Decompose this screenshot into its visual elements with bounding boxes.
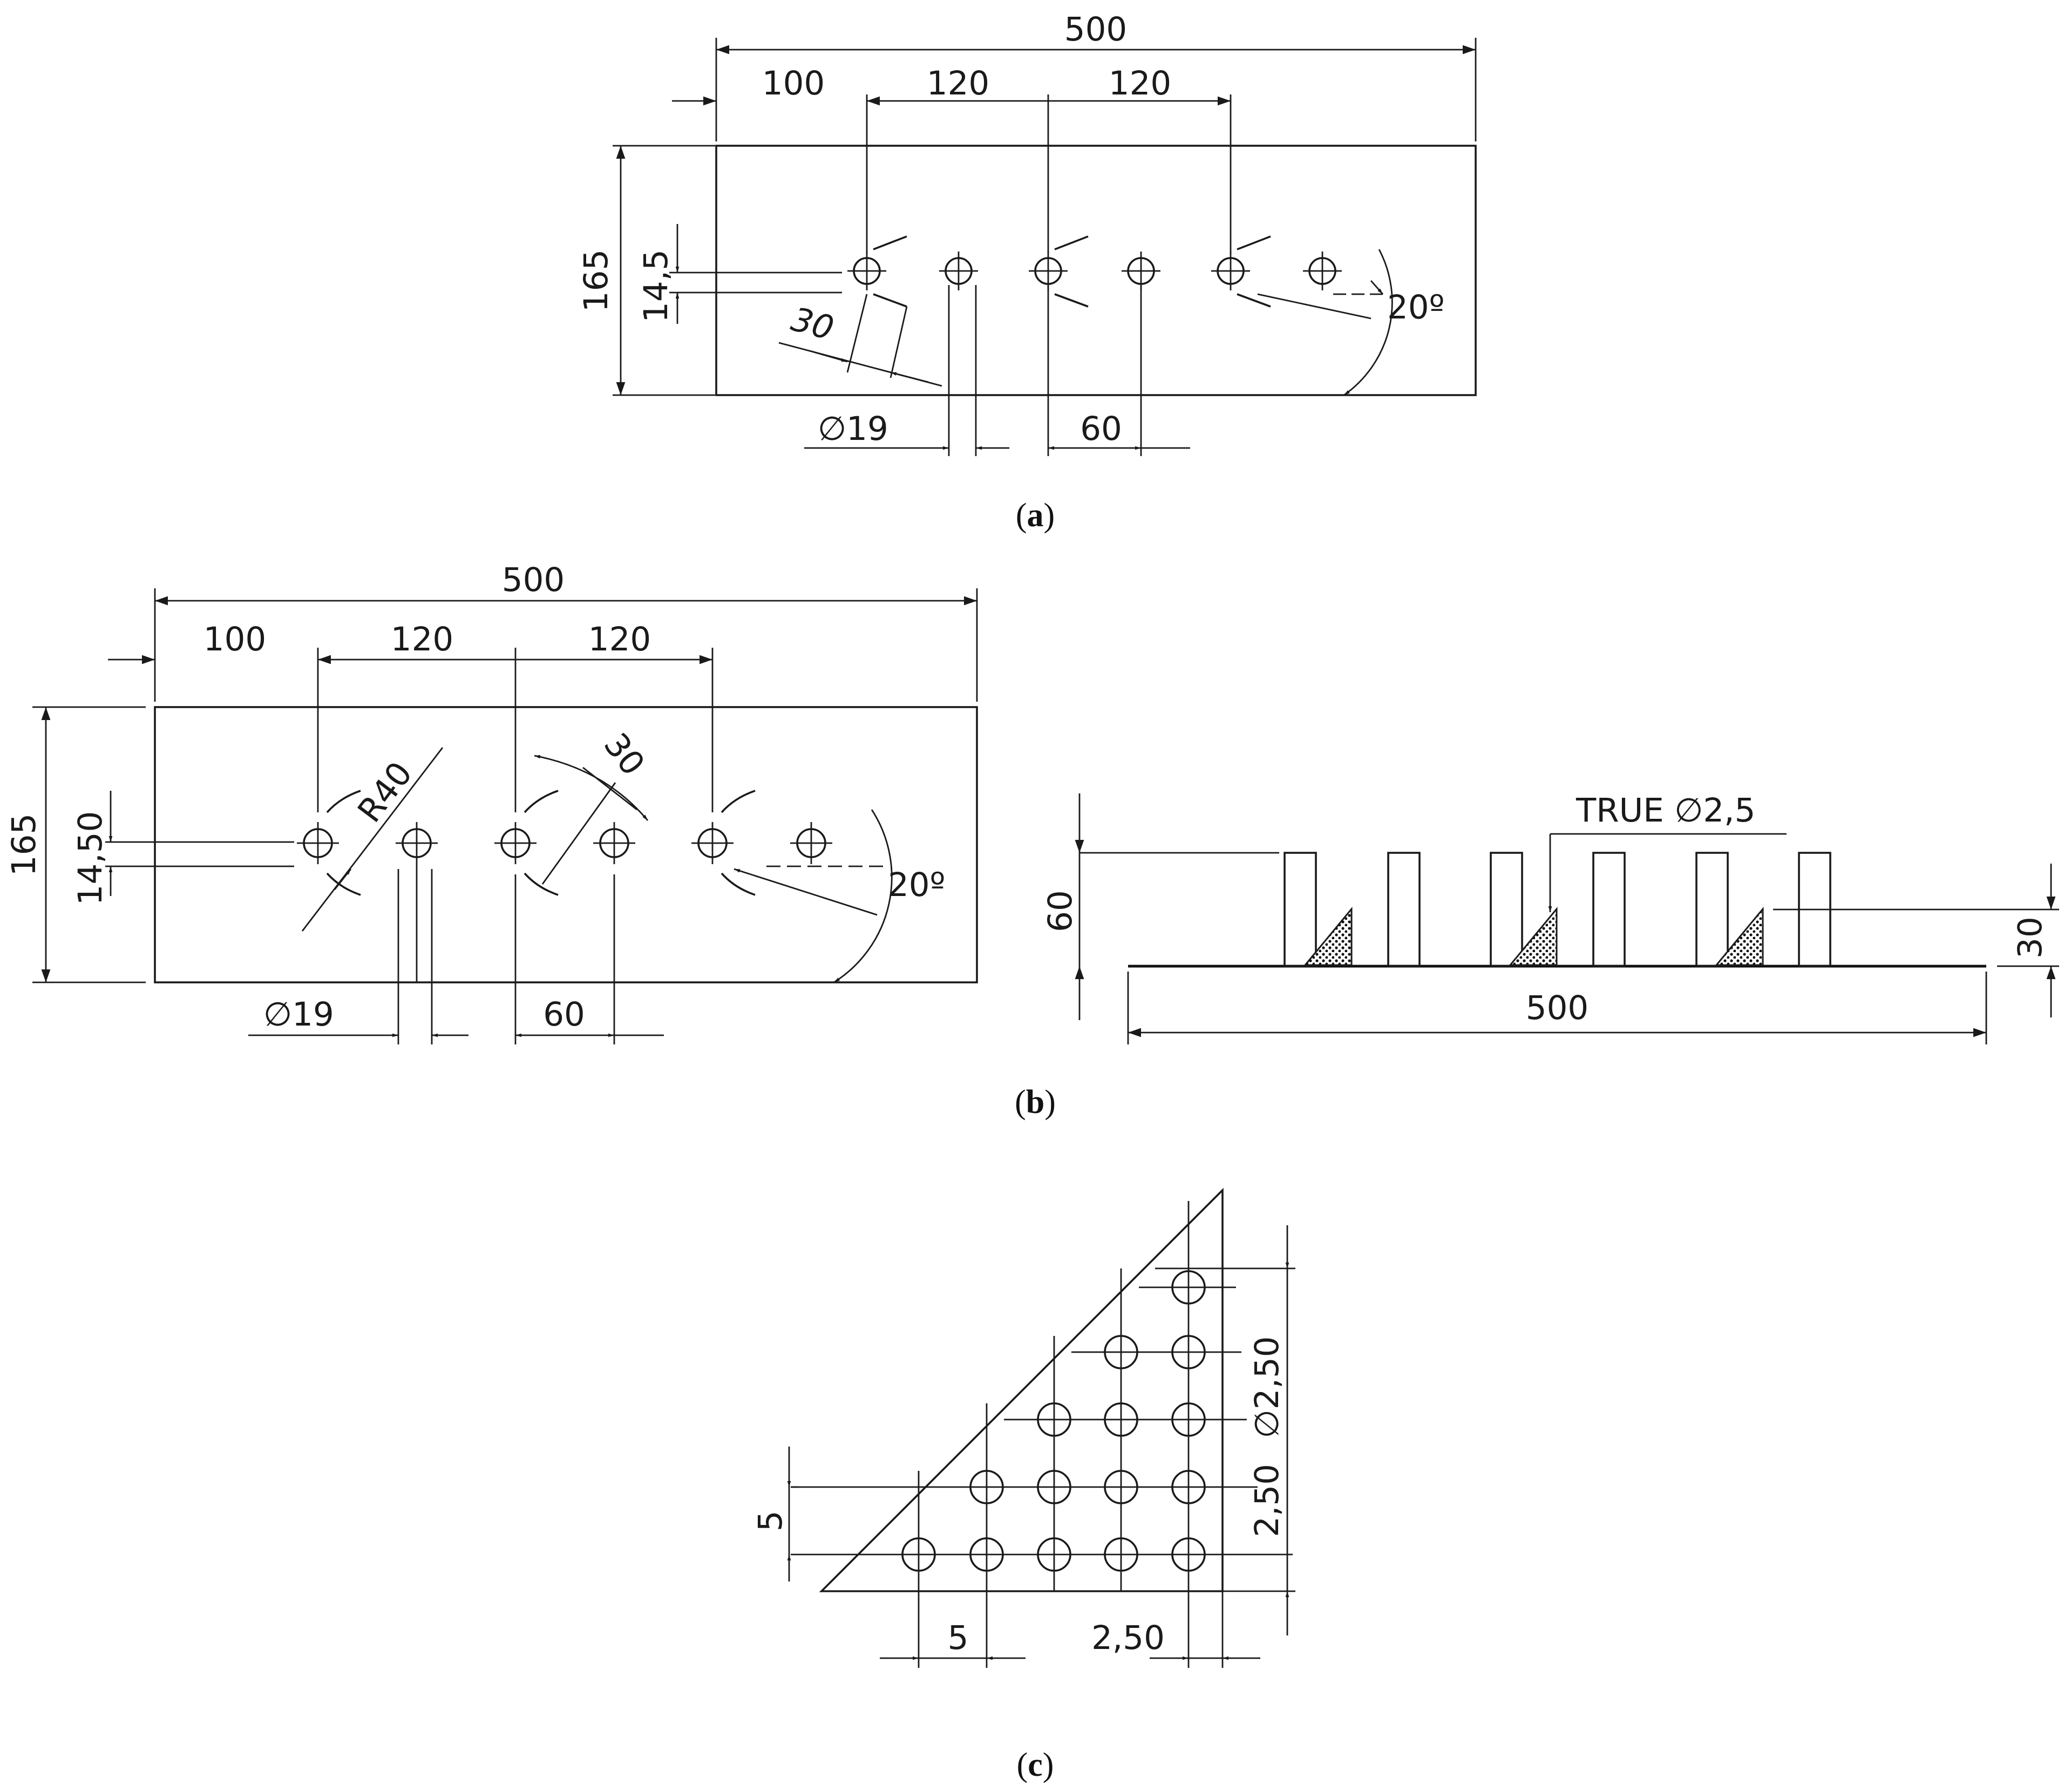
dim-overall-width: 500: [502, 561, 565, 599]
dim-hole-diameter: ∅19: [263, 995, 334, 1034]
plate-outline: [715, 145, 1477, 396]
perforated-prism: [1508, 906, 1558, 966]
hole: [1037, 1470, 1071, 1504]
dim-slot-length: 30: [787, 300, 838, 348]
dim-spacing-1: 100: [762, 64, 825, 103]
caption-b: (b): [1015, 1084, 1056, 1121]
perforated-prism: [1714, 906, 1764, 966]
dim-horizontal-pitch: 5: [948, 1619, 969, 1657]
dim-horizontal-offset: 2,50: [1091, 1619, 1165, 1657]
hole: [901, 1537, 936, 1572]
dim-spacing-2: 120: [927, 64, 989, 103]
v-slots: [873, 235, 1271, 308]
pillar: [1387, 852, 1421, 967]
hole: [1171, 1470, 1206, 1504]
panel-b-side-view: 60 TRUE ∅2,5 30 500 (b): [1015, 791, 2059, 1121]
hole: [1104, 1470, 1138, 1504]
dim-spacing-3: 120: [588, 620, 651, 659]
dim-spacing-1: 100: [203, 620, 266, 659]
dim-side-height: 60: [1041, 890, 1079, 932]
panel-c: 5 ∅2,50 2,50 5 2,50 (c): [751, 1187, 1295, 1783]
perforated-prism: [1303, 906, 1353, 966]
panel-a: 500 100 120 120 165 14,5: [577, 10, 1477, 534]
perforation-holes: [901, 1270, 1206, 1572]
dim-hole-offset: 14,50: [71, 811, 110, 906]
dim-true-diameter: TRUE ∅2,5: [1576, 791, 1755, 830]
pillar: [1490, 852, 1523, 967]
dim-spacing-2: 120: [391, 620, 453, 659]
hole: [1171, 1335, 1206, 1369]
pillar: [1695, 852, 1729, 967]
perforation-grid: [791, 1201, 1293, 1668]
prism-outline: [819, 1187, 1224, 1592]
dim-slot-length: 30: [596, 726, 652, 783]
dim-spacing-3: 120: [1109, 64, 1171, 103]
pillar: [1592, 852, 1626, 967]
dim-hole-pitch: 60: [1080, 410, 1122, 448]
dim-height: 165: [577, 249, 615, 312]
hole: [1104, 1335, 1138, 1369]
caption-a: (a): [1016, 497, 1055, 534]
pillar: [1284, 852, 1317, 967]
dim-angle: 20º: [1387, 288, 1444, 327]
hole: [969, 1537, 1004, 1572]
dim-hole-pitch: 60: [543, 995, 585, 1034]
hole: [1171, 1537, 1206, 1572]
dim-vertical-offset: 2,50: [1248, 1464, 1286, 1537]
dim-height: 165: [5, 813, 43, 876]
hole: [1104, 1402, 1138, 1437]
caption-c: (c): [1017, 1747, 1054, 1783]
dim-radius: R40: [350, 755, 420, 830]
hole: [1037, 1537, 1071, 1572]
panel-b-top-view: 500 100 120 120 165 14,50: [5, 561, 978, 1044]
hole: [1037, 1402, 1071, 1437]
dim-overall-width: 500: [1064, 10, 1127, 49]
hole: [1104, 1537, 1138, 1572]
dim-hole-offset: 14,5: [637, 249, 675, 323]
dim-vertical-pitch: 5: [751, 1511, 790, 1532]
dim-angle: 20º: [888, 866, 945, 904]
dim-hole-diameter: ∅19: [818, 410, 888, 448]
hole: [1171, 1270, 1206, 1305]
hole: [1171, 1402, 1206, 1437]
dim-side-width: 500: [1526, 989, 1588, 1027]
plate-outline: [154, 706, 978, 983]
hole: [969, 1470, 1004, 1504]
dim-prism-height: 30: [2011, 917, 2049, 959]
dim-hole-diameter: ∅2,50: [1248, 1336, 1286, 1438]
